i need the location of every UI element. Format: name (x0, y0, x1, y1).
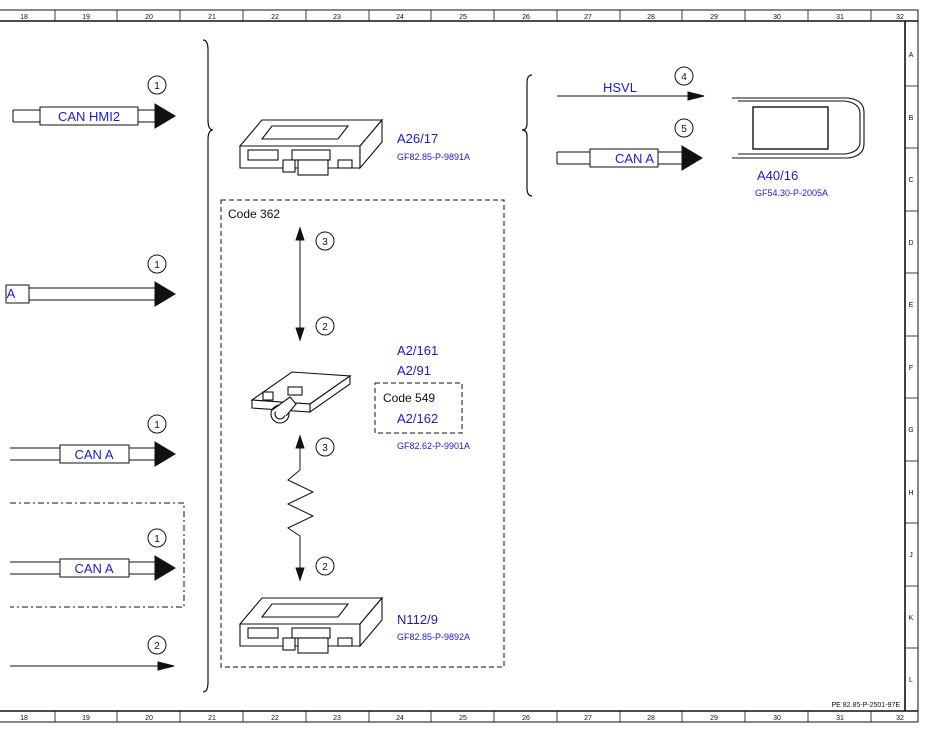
col-label: 25 (459, 715, 467, 722)
row-label: K (909, 615, 914, 622)
col-label: 19 (82, 14, 90, 21)
connector-label: HSVL (603, 80, 637, 95)
col-label: 19 (82, 715, 90, 722)
row-label: C (908, 177, 913, 184)
circle-number: 3 (322, 443, 328, 454)
circle-number: 2 (322, 322, 328, 333)
col-label: 28 (647, 715, 655, 722)
component-id: A2/161 (397, 343, 438, 358)
component-ref: GF82.62-P-9901A (397, 441, 470, 451)
col-label: 20 (145, 715, 153, 722)
code549-box (374, 382, 463, 434)
col-label: 18 (20, 14, 28, 21)
col-label: 29 (710, 14, 718, 21)
code-label: Code 362 (228, 207, 280, 221)
col-label: 18 (20, 715, 28, 722)
component-ref: GF82.85-P-9892A (397, 632, 470, 642)
circle-number: 3 (322, 237, 328, 248)
component-id: A26/17 (397, 131, 438, 146)
connection-line-2 (10, 635, 175, 671)
circle-number: 1 (154, 260, 160, 271)
col-label: 22 (271, 14, 279, 21)
col-label: 31 (836, 14, 844, 21)
left-brace (202, 39, 214, 693)
module-a26-17 (238, 118, 384, 176)
connection-can-a-right (556, 118, 703, 171)
row-label: L (909, 677, 913, 684)
reference-code: PE 82.85-P-2501-97E (832, 702, 901, 709)
right-brace (521, 74, 533, 197)
connector-label: CAN A (74, 447, 113, 462)
circle-number: 2 (322, 562, 328, 573)
col-label: 23 (333, 715, 341, 722)
component-id: A2/162 (397, 411, 438, 426)
connection-a (5, 254, 176, 307)
display-a40-16 (732, 97, 865, 159)
col-label: 23 (333, 14, 341, 21)
component-ref: GF82.85-P-9891A (397, 152, 470, 162)
component-ref: GF54.30-P-2005A (755, 188, 828, 198)
double-arrow-lower (286, 434, 335, 582)
connector-label: CAN HMI2 (58, 109, 120, 124)
row-label: F (909, 365, 913, 372)
circle-number: 5 (681, 124, 687, 135)
component-id: N112/9 (397, 612, 438, 627)
row-label: B (909, 115, 914, 122)
module-n112-9 (238, 596, 384, 654)
col-label: 29 (710, 715, 718, 722)
connection-can-a-2 (10, 502, 185, 608)
connection-can-hmi2 (12, 75, 176, 129)
row-label: E (909, 302, 914, 309)
circle-number: 2 (154, 641, 160, 652)
code-label: Code 549 (383, 391, 435, 405)
circle-number: 1 (154, 81, 160, 92)
row-label: D (908, 240, 913, 247)
circle-number: 1 (154, 534, 160, 545)
col-label: 28 (647, 14, 655, 21)
row-labels: A B C D E F G H J K L (908, 52, 913, 684)
col-label: 27 (584, 14, 592, 21)
component-id: A2/91 (397, 363, 431, 378)
row-label: G (908, 427, 913, 434)
col-label: 22 (271, 715, 279, 722)
connector-label: CAN A (615, 151, 654, 166)
col-label: 32 (896, 715, 904, 722)
col-label: 20 (145, 14, 153, 21)
circle-number: 4 (681, 72, 687, 83)
col-label: 31 (836, 715, 844, 722)
col-label: 30 (773, 715, 781, 722)
connection-can-a-1 (10, 414, 176, 467)
col-label: 27 (584, 715, 592, 722)
col-label: 21 (208, 14, 216, 21)
col-label: 26 (522, 715, 530, 722)
column-labels-bottom: 18 19 20 21 22 23 24 25 26 27 28 29 30 3… (20, 715, 904, 722)
connector-label: CAN A (74, 561, 113, 576)
col-label: 25 (459, 14, 467, 21)
circle-number: 1 (154, 420, 160, 431)
col-label: 24 (396, 715, 404, 722)
col-label: 24 (396, 14, 404, 21)
row-label: H (908, 490, 913, 497)
module-a2-161 (250, 371, 352, 424)
connection-hsvl (557, 66, 705, 101)
row-label: J (909, 552, 913, 559)
component-id: A40/16 (757, 168, 798, 183)
col-label: 21 (208, 715, 216, 722)
col-label: 30 (773, 14, 781, 21)
row-label: A (909, 52, 914, 59)
connector-label: A (7, 286, 16, 301)
frame (0, 9, 919, 723)
column-labels-top: 18 19 20 21 22 23 24 25 26 27 28 29 30 3… (20, 14, 904, 21)
code362-box (220, 199, 505, 668)
col-label: 26 (522, 14, 530, 21)
double-arrow-upper (295, 226, 335, 342)
col-label: 32 (896, 14, 904, 21)
